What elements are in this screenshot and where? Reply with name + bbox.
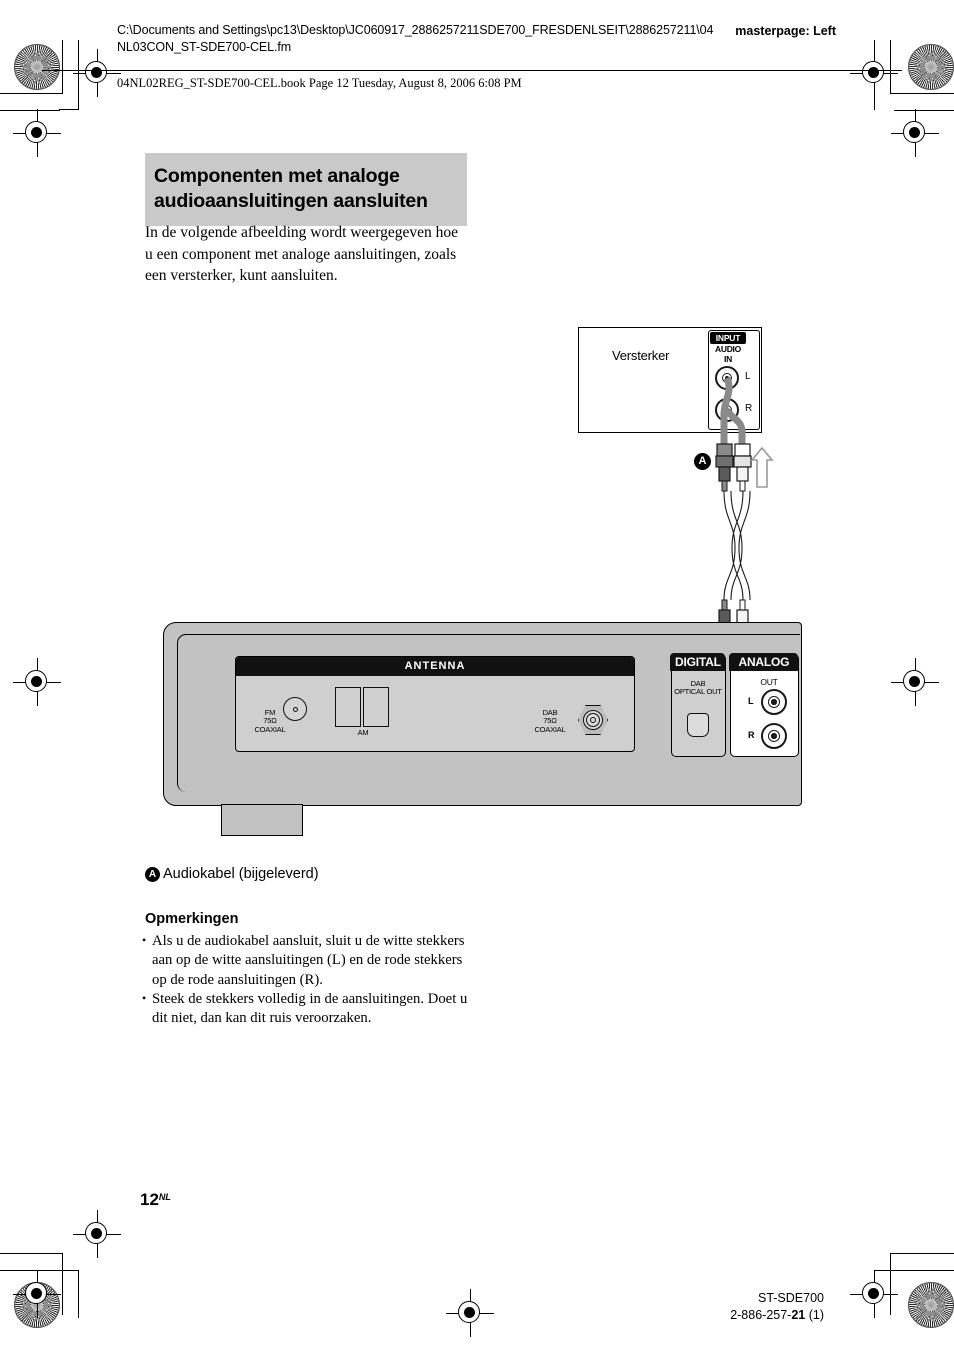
- analog-out-jack-right: [761, 723, 787, 749]
- receiver-rear-panel: ANTENNA FM 75Ω COAXIAL AM DAB 75Ω COAXIA…: [163, 622, 802, 836]
- cable-callout-badge-a: A: [694, 453, 711, 470]
- legend-badge-a: A: [145, 867, 160, 882]
- fm-coaxial-jack: [283, 697, 307, 721]
- digital-sub-line2: OPTICAL OUT: [674, 687, 722, 697]
- antenna-section: ANTENNA FM 75Ω COAXIAL AM DAB 75Ω COAXIA…: [235, 656, 635, 752]
- legend-text: Audiokabel (bijgeleverd): [163, 866, 319, 882]
- crop-line: [891, 1253, 954, 1255]
- fm-label-line3: COAXIAL: [254, 724, 286, 734]
- part-number-bold: 21: [791, 1308, 806, 1322]
- notes-list: Als u de audiokabel aansluit, sluit u de…: [142, 931, 472, 1029]
- antenna-header-label: ANTENNA: [236, 657, 634, 676]
- crop-line: [891, 93, 954, 95]
- audio-in-line2: IN: [724, 353, 732, 364]
- intro-paragraph: In de volgende afbeelding wordt weergege…: [145, 224, 459, 284]
- registration-mark: [850, 49, 898, 97]
- registration-mark: [73, 1210, 121, 1258]
- dab-coaxial-jack: [578, 705, 608, 735]
- file-path-text: C:\Documents and Settings\pc13\Desktop\J…: [117, 23, 714, 54]
- part-number: 2-886-257-21 (1): [730, 1307, 824, 1324]
- header-divider: [42, 70, 902, 71]
- list-item: Als u de audiokabel aansluit, sluit u de…: [142, 931, 472, 990]
- crop-line: [874, 1270, 954, 1272]
- digital-header-label: DIGITAL: [670, 653, 726, 672]
- crop-line: [0, 1270, 78, 1272]
- digital-section: DIGITAL DAB OPTICAL OUT: [670, 653, 726, 757]
- crop-line: [0, 93, 63, 95]
- crop-line: [0, 110, 60, 112]
- amp-channel-label-l: L: [745, 371, 751, 382]
- registration-mark: [850, 1270, 898, 1318]
- page-number-suffix: NL: [158, 1192, 171, 1202]
- dab-jack-ring-inner: [590, 717, 596, 723]
- crop-line: [59, 109, 79, 111]
- crop-line: [890, 1253, 892, 1315]
- footer-model-block: ST-SDE700 2-886-257-21 (1): [730, 1290, 824, 1324]
- registration-mark: [13, 109, 61, 157]
- crop-line: [894, 110, 954, 112]
- registration-mark: [446, 1289, 494, 1337]
- amplifier-label: Versterker: [612, 348, 670, 363]
- dab-coaxial-label: DAB 75Ω COAXIAL: [524, 708, 576, 734]
- page-number-value: 12: [140, 1190, 159, 1209]
- fm-label-line2: 75Ω: [263, 716, 277, 726]
- part-number-prefix: 2-886-257-: [730, 1308, 792, 1322]
- crop-line: [0, 1253, 63, 1255]
- crop-line: [62, 1253, 64, 1315]
- analog-header-label: ANALOG: [729, 653, 799, 672]
- density-star-mark: [908, 44, 954, 90]
- am-terminal-right: [363, 687, 389, 727]
- analog-channel-label-r: R: [748, 730, 755, 740]
- page-number: 12NL: [140, 1190, 171, 1210]
- audio-in-label: AUDIO IN: [709, 344, 747, 364]
- crop-line: [78, 1270, 80, 1318]
- optical-out-port: [687, 713, 709, 737]
- panel-inner-edge: [177, 634, 800, 792]
- part-number-suffix: (1): [805, 1308, 824, 1322]
- amp-rca-jack-right: [715, 398, 739, 422]
- list-item: Steek de stekkers volledig in de aanslui…: [142, 989, 472, 1029]
- analog-out-jack-left: [761, 689, 787, 715]
- digital-sublabel: DAB OPTICAL OUT: [672, 679, 724, 697]
- density-star-mark: [908, 1282, 954, 1328]
- registration-mark: [13, 658, 61, 706]
- notes-heading: Opmerkingen: [145, 911, 239, 927]
- registration-mark: [891, 109, 939, 157]
- crop-line: [890, 40, 892, 94]
- crop-line: [62, 40, 64, 94]
- audio-in-line1: AUDIO: [715, 344, 741, 354]
- masterpage-label: masterpage: Left: [735, 24, 836, 38]
- dab-label-line1: DAB: [542, 708, 558, 717]
- dab-jack-ring-mid: [586, 713, 600, 727]
- amp-rca-jack-left: [715, 366, 739, 390]
- analog-channel-label-l: L: [748, 696, 754, 706]
- model-name: ST-SDE700: [757, 1291, 824, 1305]
- crop-line: [78, 40, 80, 110]
- am-terminal-left: [335, 687, 361, 727]
- dab-label-line3: COAXIAL: [534, 724, 566, 734]
- am-terminal-label: AM: [357, 728, 369, 737]
- registration-mark: [73, 49, 121, 97]
- registration-mark: [891, 658, 939, 706]
- fm-coaxial-label: FM 75Ω COAXIAL: [242, 708, 298, 734]
- analog-section: ANALOG OUT L R: [729, 653, 799, 757]
- digital-sub-line1: DAB: [690, 679, 706, 688]
- amp-channel-label-r: R: [745, 403, 753, 414]
- input-header-label: INPUT: [710, 332, 746, 344]
- analog-out-label: OUT: [760, 677, 778, 687]
- page-title: Componenten met analoge audioaansluiting…: [145, 153, 467, 226]
- panel-foot: [221, 804, 303, 836]
- fm-label-line1: FM: [264, 708, 276, 717]
- dab-label-line2: 75Ω: [543, 716, 557, 726]
- book-file-line: 04NL02REG_ST-SDE700-CEL.book Page 12 Tue…: [117, 76, 522, 90]
- registration-mark: [13, 1270, 61, 1318]
- density-star-mark: [14, 44, 60, 90]
